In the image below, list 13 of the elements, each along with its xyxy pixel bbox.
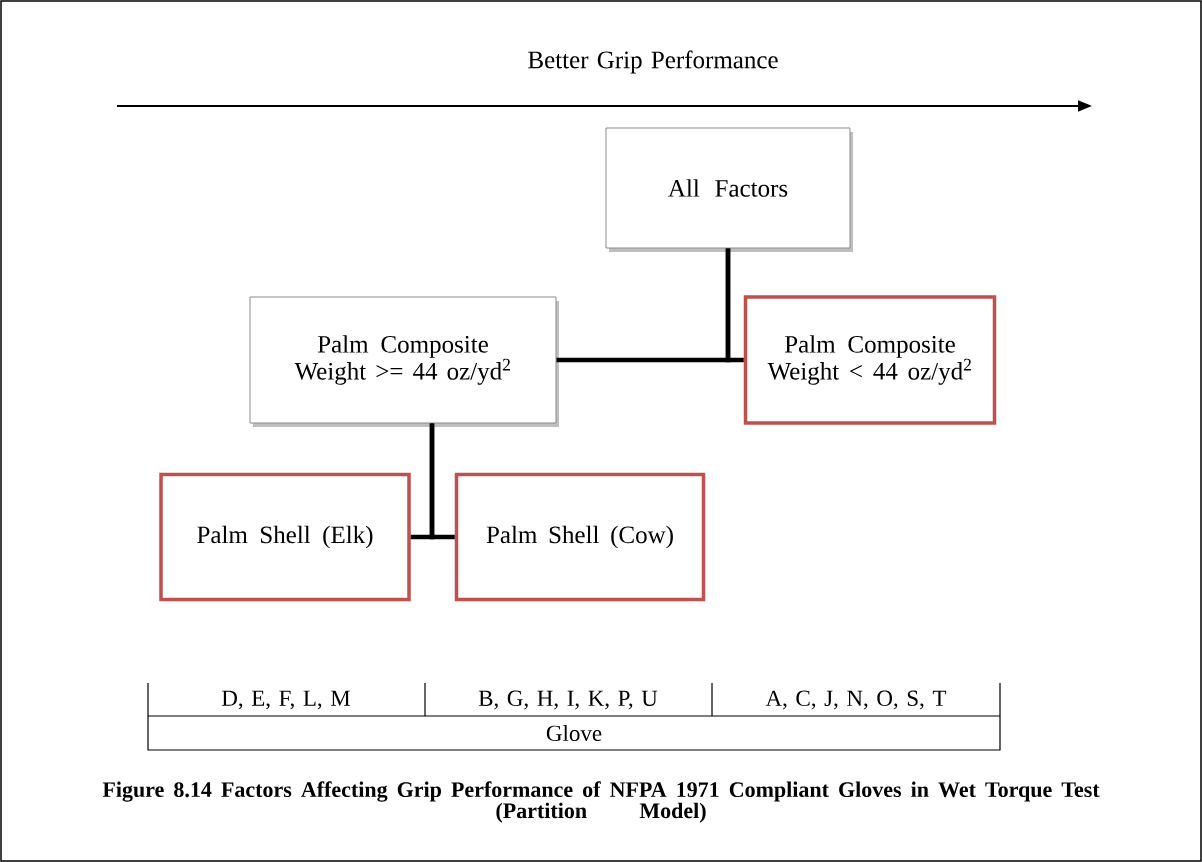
- process-box: Palm Shell (Elk): [159, 472, 411, 602]
- process-box: All Factors: [605, 127, 851, 249]
- connector-line: [725, 248, 744, 363]
- axis-label: Better Grip Performance: [528, 50, 778, 74]
- caption: Figure 8.14 Factors Affecting Grip Performance of NFPA 1971 Compliant Gloves in Wet Torque Test (Partition Model): [102, 781, 1100, 823]
- connector-line: [429, 423, 455, 540]
- table-cell: Glove: [546, 724, 602, 742]
- process-box: Palm Composite Weight < 44 oz/yd$^{2}$: [743, 295, 997, 425]
- table-cell: A, C, J, N, O, S, T: [765, 690, 947, 710]
- process-box: Palm Composite Weight >= 44 oz/yd$^{2}$: [249, 296, 557, 424]
- table-cell: D, E, F, L, M: [221, 690, 351, 710]
- table-cell: B, G, H, I, K, P, U: [478, 690, 658, 710]
- process-box: Palm Shell (Cow): [454, 472, 706, 602]
